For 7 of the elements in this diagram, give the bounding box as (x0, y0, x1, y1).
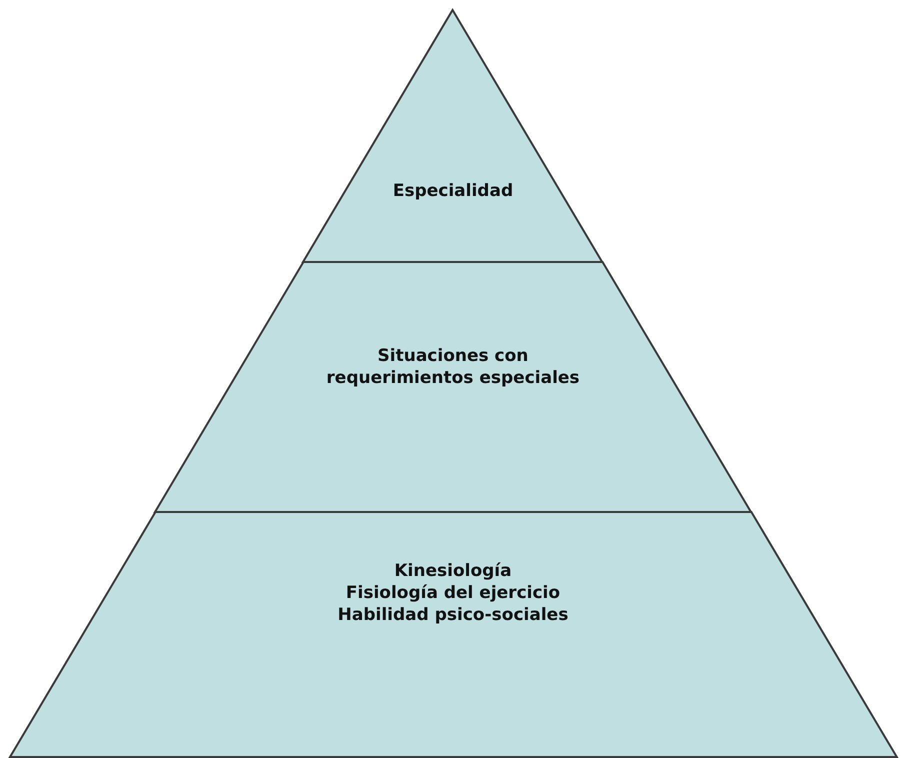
tier-label: Habilidad psico-sociales (338, 604, 568, 626)
tier-label: Kinesiología (394, 560, 512, 582)
pyramid-tier (10, 512, 896, 757)
tier-label: Situaciones con requerimientos especiales (325, 345, 581, 389)
tier-label: Fisiología del ejercicio (346, 582, 560, 604)
pyramid-tier (155, 262, 751, 512)
tier-label: Especialidad (392, 180, 514, 202)
